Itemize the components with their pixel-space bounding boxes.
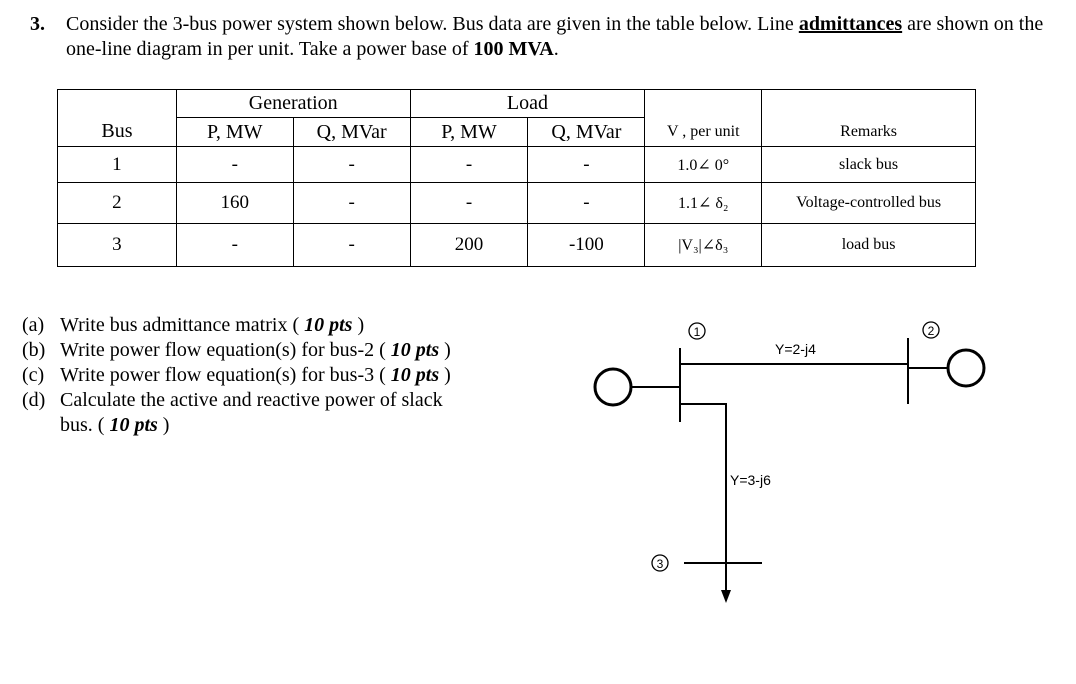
table-row: 1 - - - - 1.0∠ 0° slack bus [57, 146, 976, 183]
problem-text-part: Consider the 3-bus power system shown be… [66, 13, 799, 35]
col-header-gen-p: P, MW [175, 117, 294, 147]
cell-gen-q: - [292, 223, 411, 267]
cell-load-q: - [527, 146, 646, 183]
problem-text-part: . [553, 38, 559, 60]
cell-voltage: |V₃|∠δ₃ [644, 223, 763, 267]
cell-gen-p: 160 [175, 182, 294, 224]
question-text: Write bus admittance matrix ( 10 pts ) [60, 313, 364, 338]
generation-header: Generation [175, 89, 411, 118]
question-text-part: Write power flow equation(s) for bus-3 ( [60, 364, 391, 386]
question-text-part: Write bus admittance matrix ( [60, 314, 305, 336]
line-1-3 [680, 403, 727, 563]
load-header: Load [409, 89, 646, 118]
question-item: (b) Write power flow equation(s) for bus… [22, 338, 451, 363]
question-points: 10 pts [109, 414, 158, 436]
cell-gen-q: - [292, 146, 411, 183]
question-text: Calculate the active and reactive power … [60, 389, 443, 411]
one-line-diagram: 1 2 3 Y=2-j4 Y=3-j6 [593, 321, 986, 603]
line-1-2-admittance: Y=2-j4 [775, 341, 816, 357]
col-header-voltage: V , per unit [644, 117, 763, 147]
bus-data-table: Generation Load Bus P, MW Q, MVar P, MW … [57, 89, 976, 267]
cell-load-p: - [409, 182, 529, 224]
bus-3-label: 3 [657, 557, 664, 571]
col-header-remarks: Remarks [761, 117, 976, 147]
cell-bus: 3 [57, 223, 177, 267]
problem-number: 3. [30, 13, 45, 35]
cell-gen-p: - [175, 146, 294, 183]
question-label: (d) [22, 389, 46, 411]
question-item: (c) Write power flow equation(s) for bus… [22, 363, 451, 388]
question-points: 10 pts [304, 314, 353, 336]
table-column-header-row: Bus P, MW Q, MVar P, MW Q, MVar V , per … [57, 117, 976, 147]
question-text-part: bus. ( [60, 414, 110, 436]
col-header-load-p: P, MW [409, 117, 529, 147]
cell-load-q: -100 [527, 223, 646, 267]
bus-3-label-circle [651, 554, 669, 572]
remarks-header-spacer [761, 89, 976, 118]
table-row: 3 - - 200 -100 |V₃|∠δ₃ load bus [57, 223, 976, 267]
cell-load-p: 200 [409, 223, 529, 267]
question-text-part: ) [352, 314, 365, 336]
question-text-part: ) [157, 414, 170, 436]
cell-load-q: - [527, 182, 646, 224]
problem-text-part: are shown on the one-line diagram in per… [66, 13, 1044, 60]
generator-1-symbol [593, 367, 633, 407]
cell-voltage: 1.1∠ δ₂ [644, 182, 763, 224]
generator-2-symbol [946, 348, 986, 388]
col-header-gen-q: Q, MVar [292, 117, 411, 147]
question-text: Write power flow equation(s) for bus-3 (… [60, 363, 451, 388]
question-label: (c) [22, 364, 45, 386]
question-label: (b) [22, 339, 46, 361]
bus-2-label: 2 [928, 324, 935, 338]
cell-remarks: load bus [761, 223, 976, 267]
question-item: (a) Write bus admittance matrix ( 10 pts… [22, 313, 451, 338]
bus-header-spacer [57, 89, 177, 118]
cell-gen-q: - [292, 182, 411, 224]
question-list: (a) Write bus admittance matrix ( 10 pts… [22, 313, 451, 438]
cell-gen-p: - [175, 223, 294, 267]
question-continuation: bus. ( 10 pts ) [22, 413, 451, 438]
cell-load-p: - [409, 146, 529, 183]
col-header-load-q: Q, MVar [527, 117, 646, 147]
cell-voltage: 1.0∠ 0° [644, 146, 763, 183]
question-text-part: ) [439, 364, 451, 386]
question-points: 10 pts [390, 364, 440, 386]
bus-1-label: 1 [694, 325, 701, 339]
line-1-3-admittance: Y=3-j6 [730, 472, 771, 488]
question-text-part: ) [439, 339, 451, 361]
question-label: (a) [22, 314, 45, 336]
question-item: (d) Calculate the active and reactive po… [22, 388, 451, 413]
question-text-part: Write power flow equation(s) for bus-2 ( [60, 339, 391, 361]
cell-bus: 2 [57, 182, 177, 224]
power-base: 100 MVA [473, 38, 554, 60]
bus-2-label-circle [922, 321, 940, 339]
question-points: 10 pts [390, 339, 440, 361]
cell-remarks: Voltage-controlled bus [761, 182, 976, 224]
question-text: Write power flow equation(s) for bus-2 (… [60, 338, 451, 363]
voltage-header-spacer [644, 89, 763, 118]
table-row: 2 160 - - - 1.1∠ δ₂ Voltage-controlled b… [57, 182, 976, 224]
cell-remarks: slack bus [761, 146, 976, 183]
cell-bus: 1 [57, 146, 177, 183]
problem-text: Consider the 3-bus power system shown be… [66, 12, 1066, 62]
bus-1-label-circle [688, 322, 706, 340]
admittances-emphasis: admittances [798, 13, 903, 35]
col-header-bus: Bus [57, 117, 177, 147]
load-arrow-icon [721, 590, 731, 603]
table-group-header-row: Generation Load [57, 89, 976, 118]
